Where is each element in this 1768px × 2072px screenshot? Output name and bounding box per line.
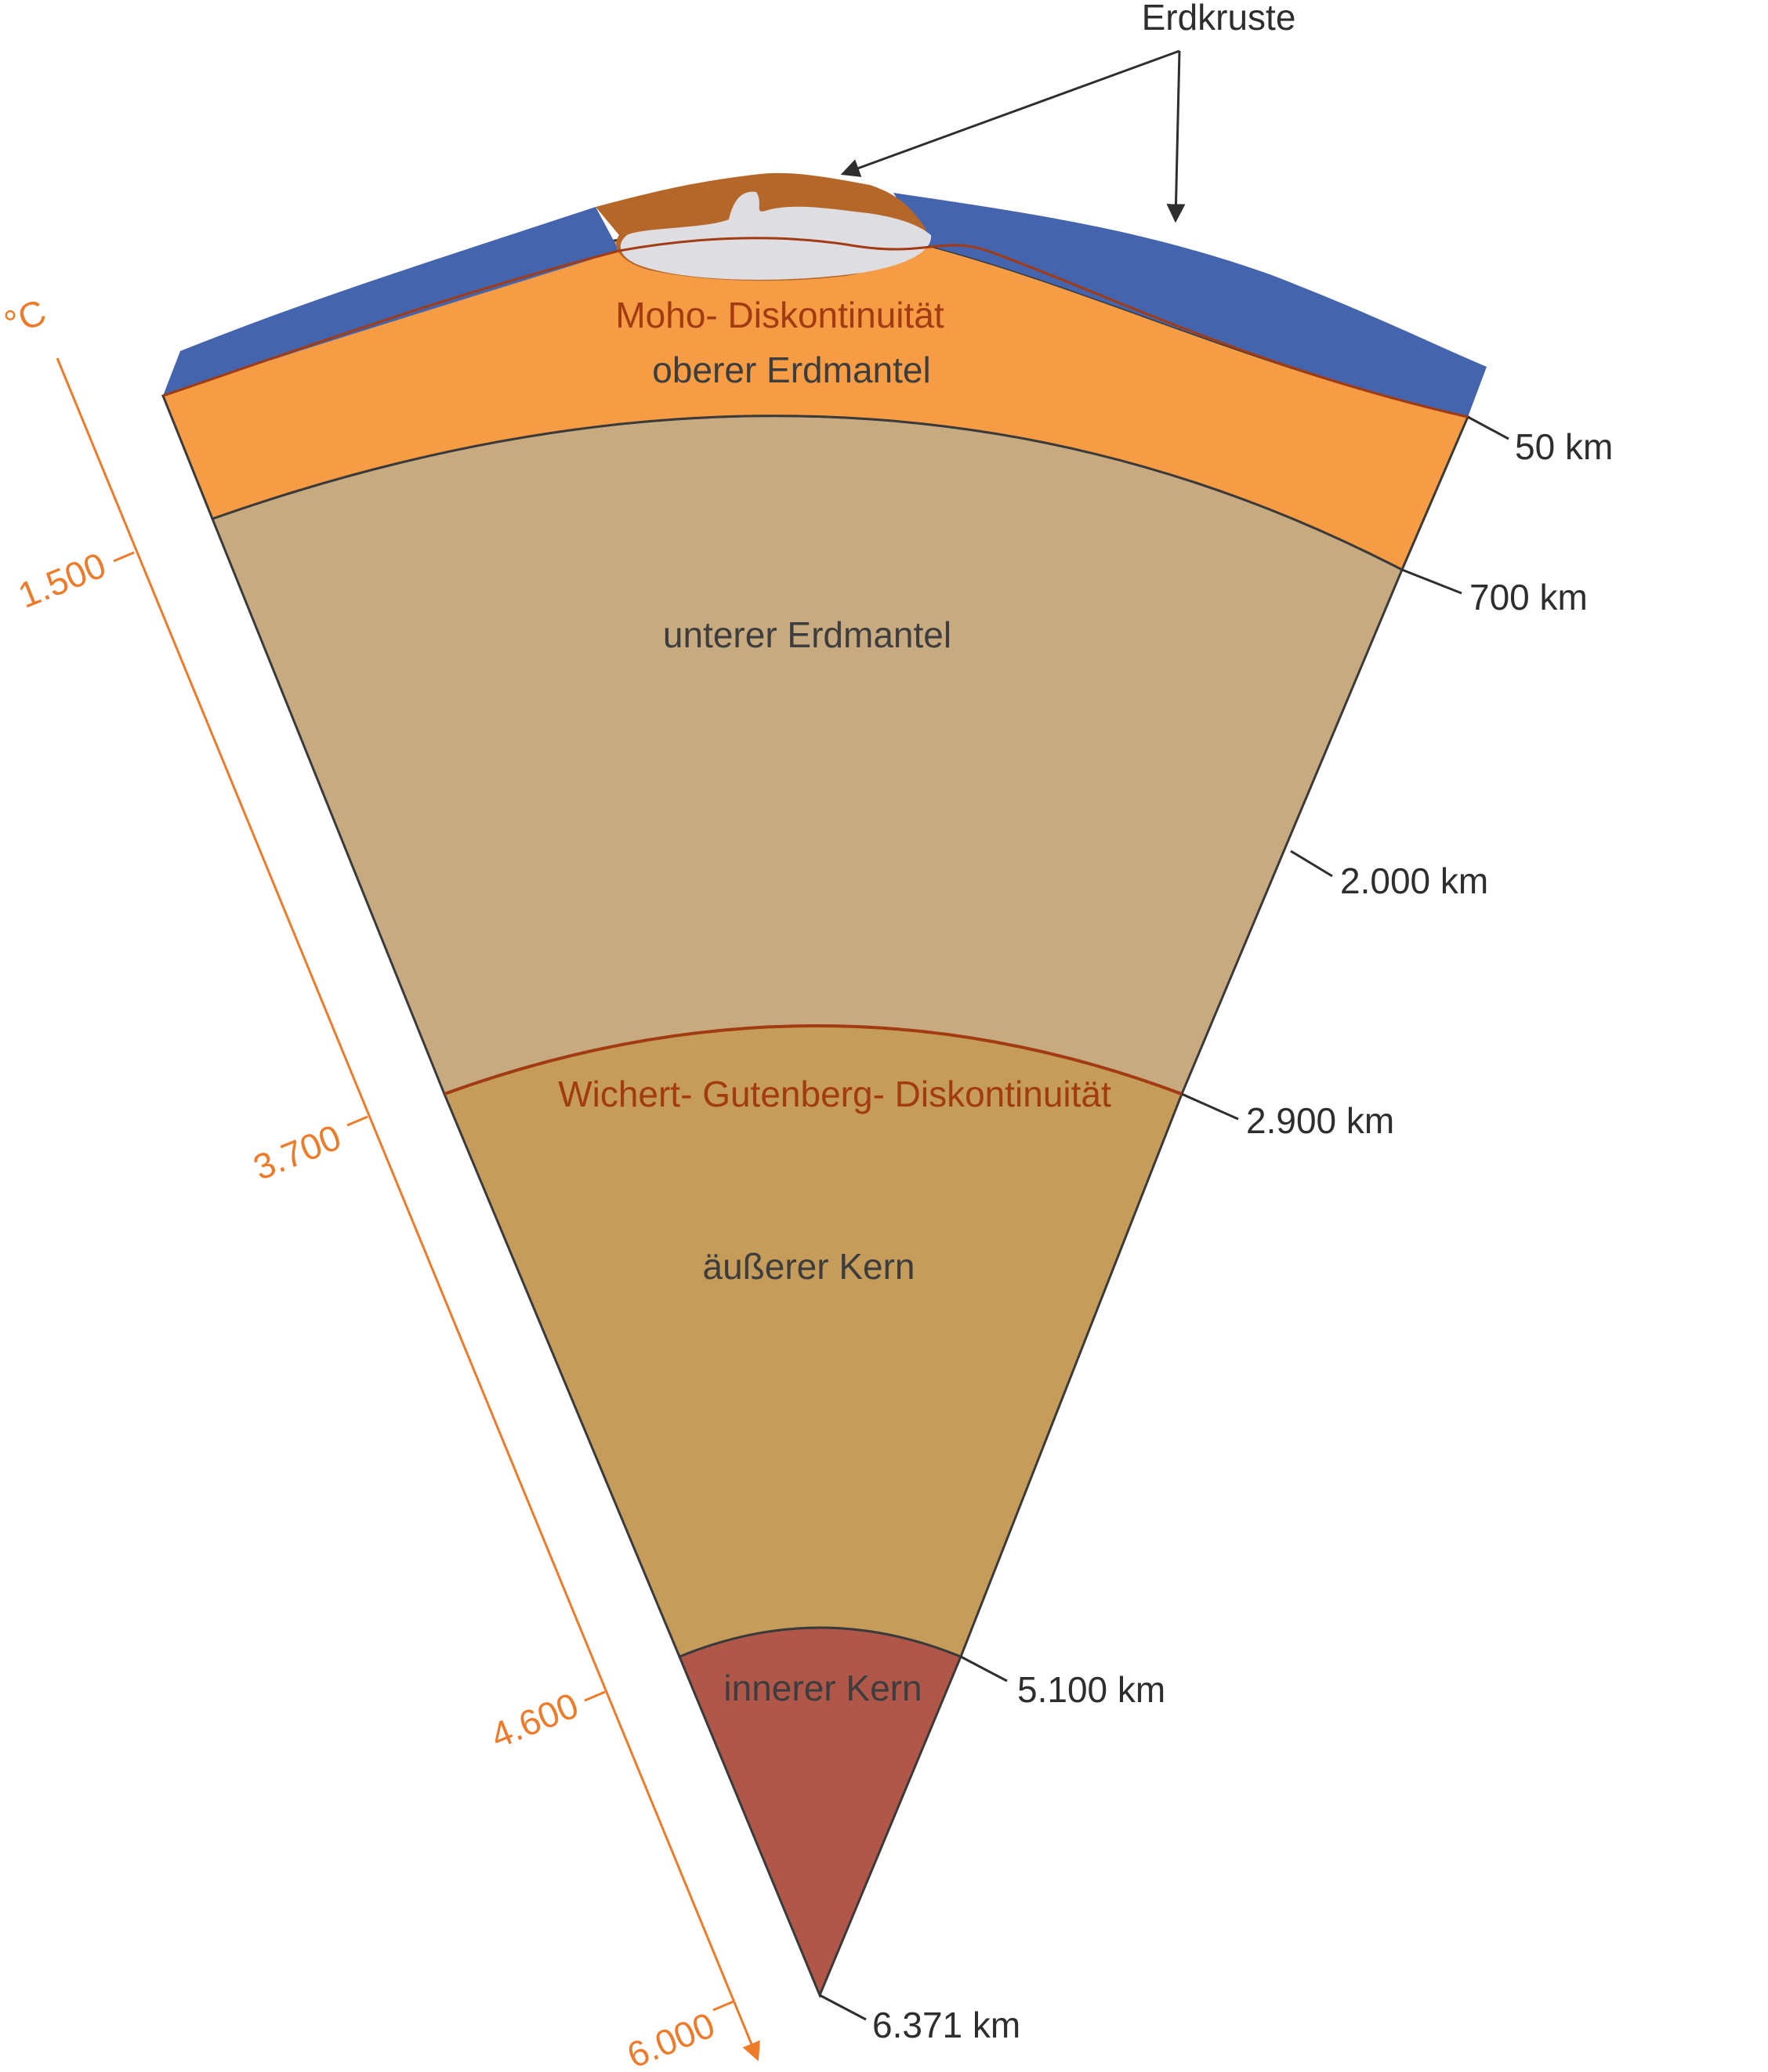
crust-label: Erdkruste: [1142, 0, 1296, 38]
temp-label-4600: 4.600: [485, 1684, 584, 1755]
temp-tick-6000: [712, 2000, 734, 2012]
depth-label-6371: 6.371 km: [872, 2005, 1020, 2045]
depth-leader-2900: [1181, 1092, 1239, 1121]
gutenberg-discontinuity-line: [444, 1024, 1183, 1096]
ocean-crust-right: [893, 193, 1487, 417]
crust-arrow-left: [840, 49, 1180, 177]
depth-label-2000: 2.000 km: [1340, 860, 1488, 901]
lower-mantle-region: [211, 415, 1404, 1096]
temp-label-6000: 6.000: [621, 2004, 720, 2072]
moho-label: Moho- Diskontinuität: [615, 295, 944, 335]
temp-tick-3700: [346, 1115, 368, 1127]
depth-label-5100: 5.100 km: [1017, 1669, 1165, 1710]
depth-label-50: 50 km: [1515, 426, 1613, 467]
depth-label-2900: 2.900 km: [1246, 1100, 1394, 1141]
outer-core-label: äußerer Kern: [702, 1246, 915, 1287]
temp-tick-1500: [113, 551, 135, 563]
inner-core-label: innerer Kern: [723, 1668, 922, 1708]
temp-tick-4600: [584, 1690, 606, 1702]
depth-leader-700: [1401, 568, 1462, 595]
lower-mantle-label: unterer Erdmantel: [663, 614, 951, 655]
depth-leader-2000: [1290, 849, 1333, 878]
gutenberg-label: Wichert- Gutenberg- Diskontinuität: [558, 1074, 1111, 1114]
temp-label-3700: 3.700: [248, 1116, 346, 1187]
depth-label-700: 700 km: [1469, 577, 1588, 618]
depth-leader-5100: [960, 1655, 1008, 1683]
temperature-unit: °C: [0, 291, 52, 344]
continental-inner: [620, 191, 932, 281]
crust-arrow-right: [1166, 50, 1186, 223]
upper-mantle-label: oberer Erdmantel: [652, 350, 930, 390]
moho-discontinuity-line: [162, 237, 1469, 418]
temp-label-1500: 1.500: [13, 544, 111, 615]
depth-leader-6371: [819, 1994, 867, 2021]
outer-core-region: [443, 1024, 1183, 1658]
ocean-crust-left: [163, 207, 619, 396]
depth-leader-50: [1467, 415, 1509, 440]
temperature-axis: [56, 357, 760, 2062]
